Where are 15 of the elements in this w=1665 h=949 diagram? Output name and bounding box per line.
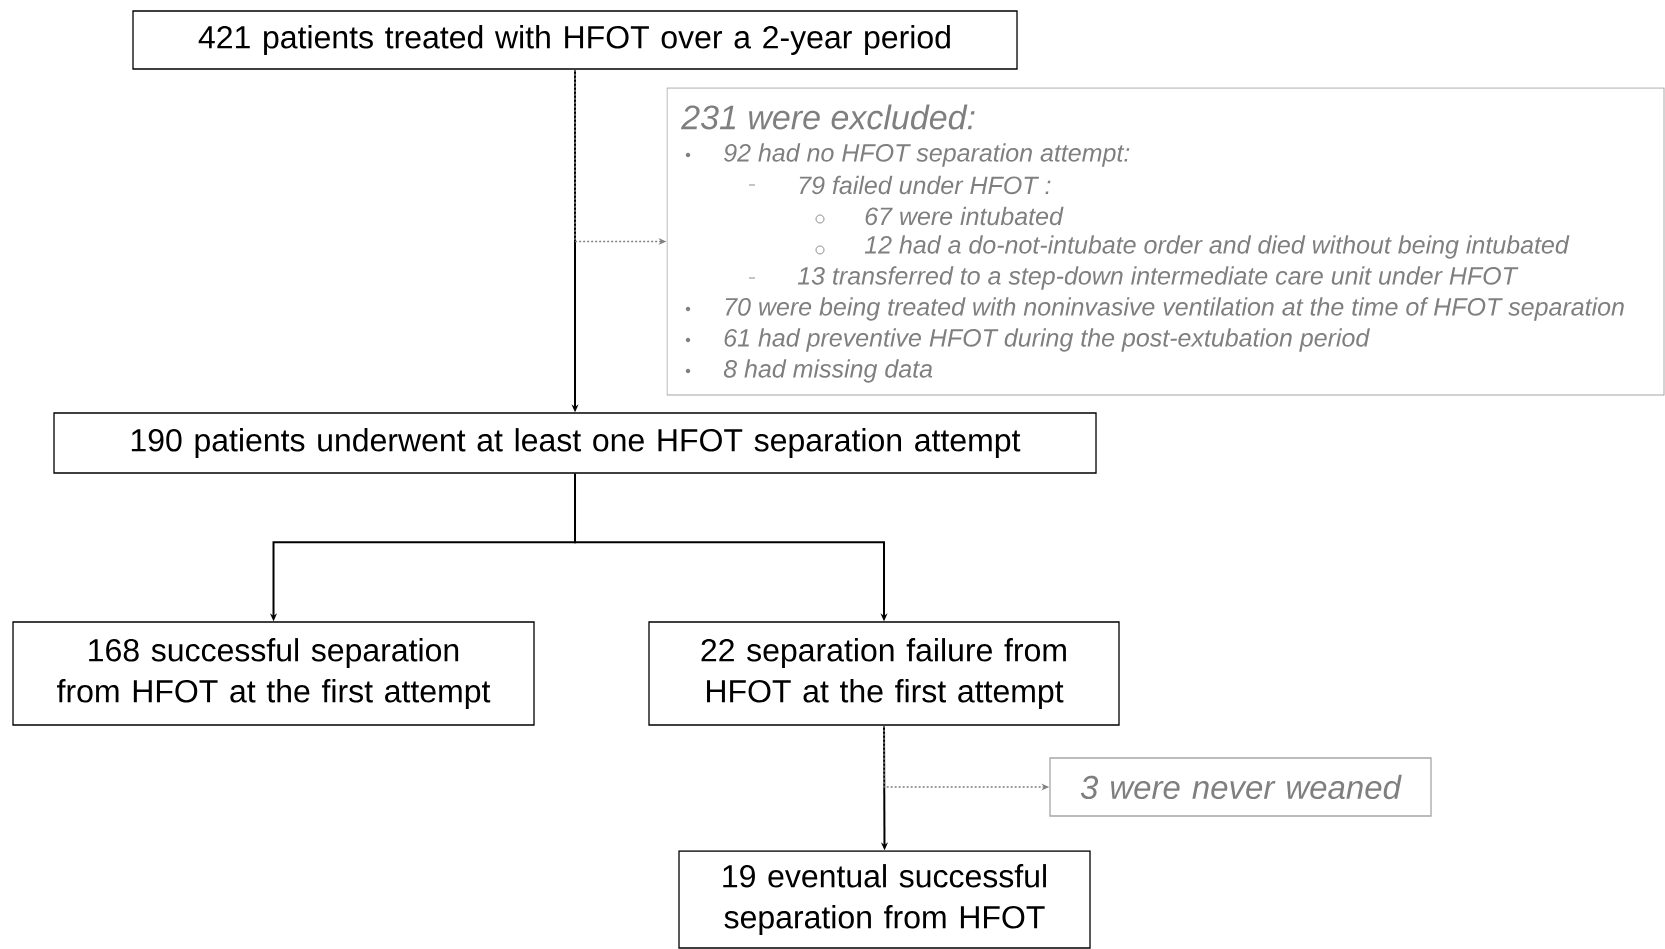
exclusion-box: 3 were never weaned	[1049, 757, 1432, 817]
process-box: 19 eventual successful separation from HFOT	[678, 850, 1091, 949]
process-box: 421 patients treated with HFOT over a 2-year period	[132, 10, 1018, 70]
list-item: 61 had preventive HFOT during the post-extubation period	[724, 328, 1370, 352]
process-box: 22 separation failure from HFOT at the first attempt	[648, 621, 1120, 726]
list-item: 70 were being treated with noninvasive ventilation at the time of HFOT separation	[725, 297, 1624, 321]
process-box: 190 patients underwent at least one HFOT separation attempt	[53, 412, 1097, 474]
list-item: 13 transferred to a step-down intermediate care unit under HFOT	[797, 266, 1519, 290]
heading: 231 were excluded:	[681, 104, 975, 130]
list-item: 12 had a do-not-intubate order and died without being intubated	[864, 235, 1570, 259]
list-item: 8 had missing data	[723, 359, 933, 383]
process-box: 168 successful separation from HFOT at the first attempt	[12, 621, 535, 726]
list-item: 92 had no HFOT separation attempt:	[724, 143, 1130, 167]
list-item: 67 were intubated	[865, 206, 1064, 226]
list-item: 79 failed under HFOT :	[799, 175, 1051, 195]
